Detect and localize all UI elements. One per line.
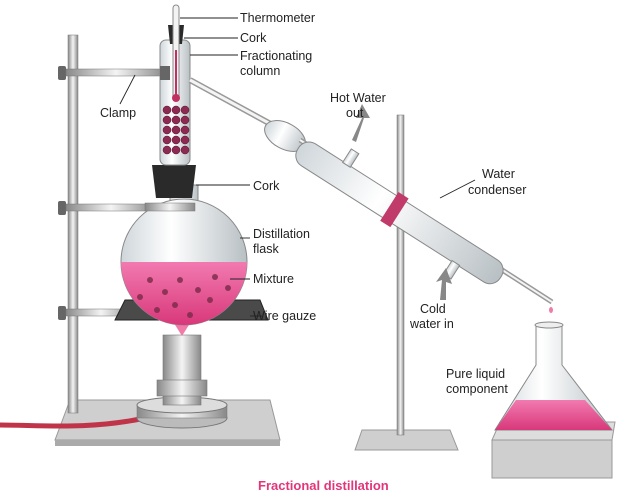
label-cold-water-in-1: Cold (420, 302, 446, 316)
label-fractionating-column-2: column (240, 64, 280, 78)
water-condenser (295, 141, 504, 285)
label-pure-liquid-1: Pure liquid (446, 367, 505, 381)
cold-water-in-arrow (436, 268, 452, 300)
label-cork-lower: Cork (253, 179, 280, 193)
label-fractionating-column-1: Fractionating (240, 49, 312, 63)
label-thermometer: Thermometer (240, 11, 315, 25)
lower-cork (152, 165, 196, 198)
label-cold-water-in-2: water in (409, 317, 454, 331)
label-clamp: Clamp (100, 106, 136, 120)
label-pure-liquid-2: component (446, 382, 508, 396)
bunsen-burner (0, 320, 228, 429)
thermometer (168, 4, 184, 102)
label-water-condenser-2: condenser (468, 183, 526, 197)
receiving-flask (491, 321, 616, 479)
label-wire-gauze: Wire gauze (253, 309, 316, 323)
label-distillation-flask-1: Distillation (253, 227, 310, 241)
label-cork-top: Cork (240, 31, 267, 45)
leader-lines (119, 17, 476, 317)
label-hot-water-out-1: Hot Water (330, 91, 386, 105)
label-distillation-flask-2: flask (253, 242, 279, 256)
hot-water-out-arrow (352, 104, 370, 142)
fractionating-column (159, 39, 191, 166)
distillation-flask (120, 184, 248, 326)
middle-stand (354, 114, 459, 451)
label-hot-water-out-2: out (346, 106, 364, 120)
label-mixture: Mixture (253, 272, 294, 286)
diagram-caption: Fractional distillation (258, 478, 389, 493)
label-water-condenser-1: Water (482, 167, 515, 181)
